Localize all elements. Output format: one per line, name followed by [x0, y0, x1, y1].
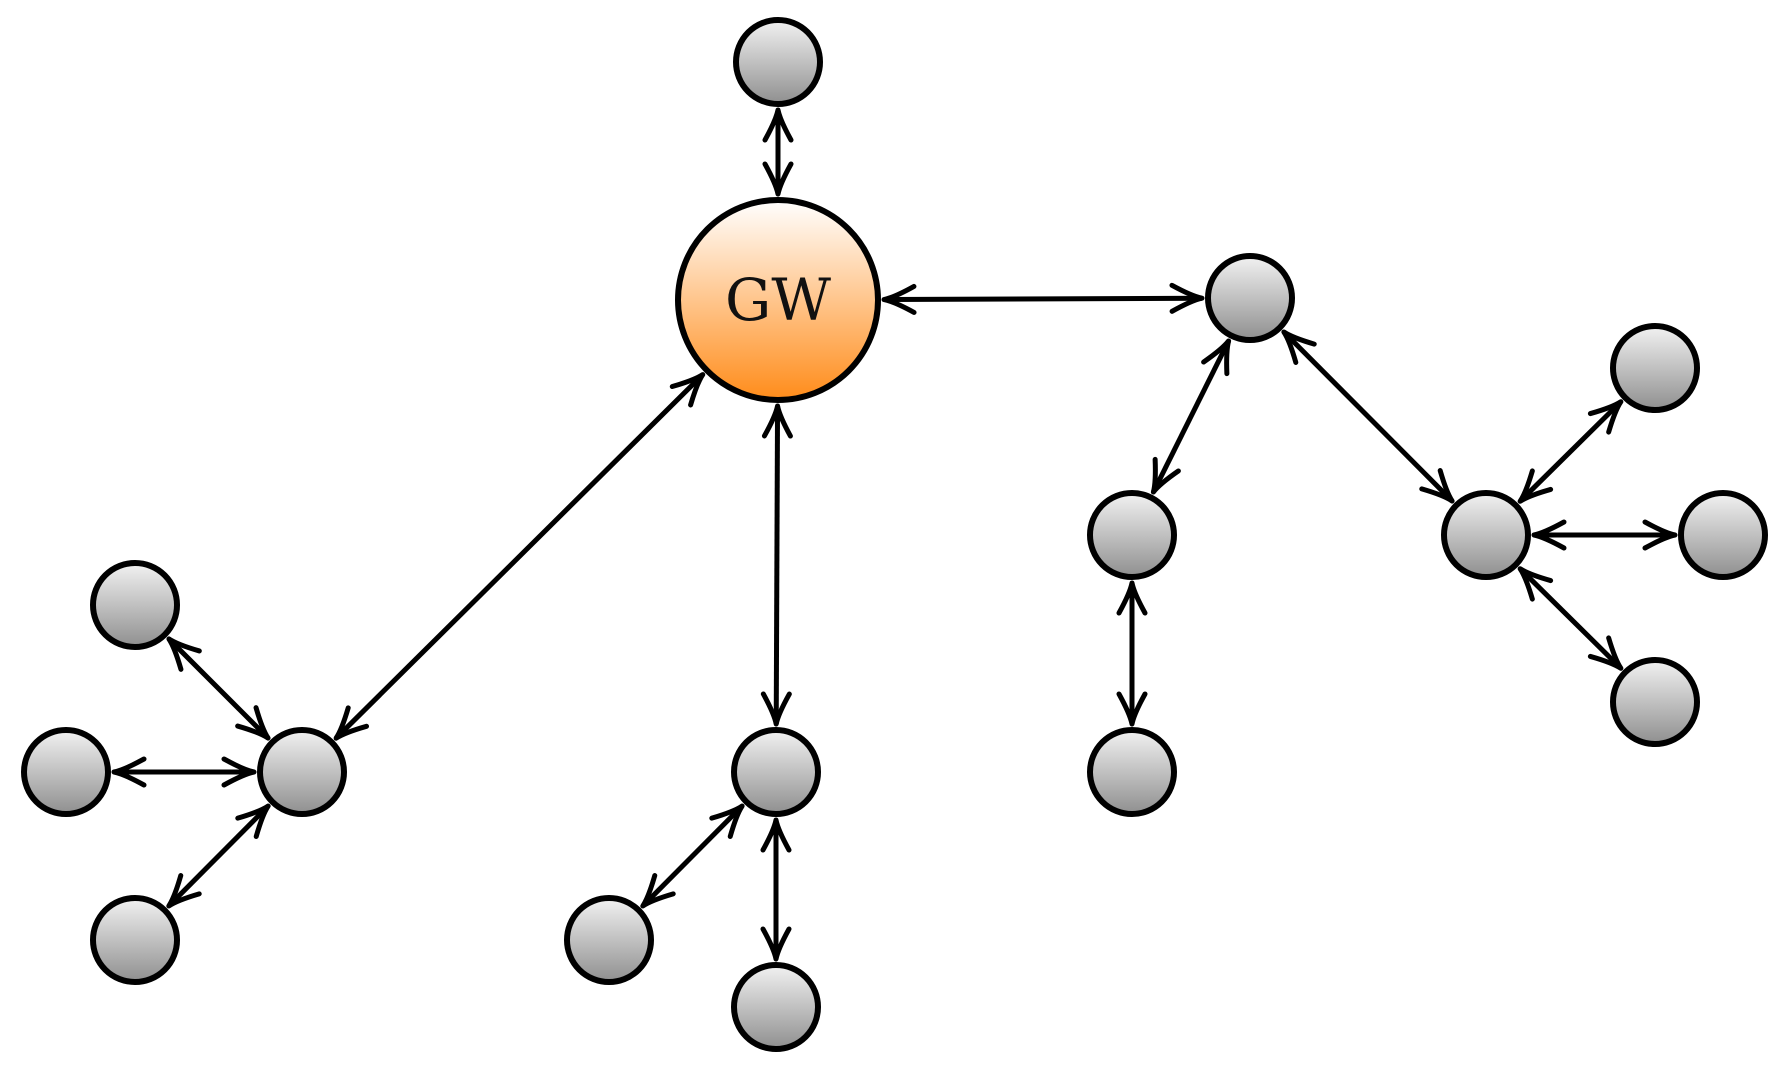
edge-line	[773, 405, 781, 725]
edge-n_right_hub-n_right_mid	[1150, 338, 1232, 495]
edge-n_left_hub-n_left_top	[166, 636, 271, 741]
arrowhead-icon	[1517, 566, 1554, 602]
edge-line	[641, 804, 744, 908]
edge-line	[167, 804, 270, 908]
node-n-right-hub[interactable]	[1205, 253, 1295, 343]
arrowhead-icon	[760, 817, 792, 853]
edge-line	[883, 295, 1203, 303]
node-n-far-top[interactable]	[1610, 323, 1700, 413]
arrowhead-icon	[1169, 282, 1205, 314]
edge-n_far_hub-n_far_bottom	[1517, 566, 1624, 671]
node-n-right-bottom[interactable]	[1087, 727, 1177, 817]
arrowhead-icon	[1587, 399, 1624, 435]
node-n-center-bottom[interactable]	[731, 962, 821, 1052]
edge-gw-n_center_hub	[760, 403, 793, 727]
arrowhead-icon	[760, 926, 792, 962]
node-n-far-bottom[interactable]	[1610, 657, 1700, 747]
edge-line	[334, 372, 705, 740]
node-n-center-left[interactable]	[564, 895, 654, 985]
node-n-top[interactable]	[733, 17, 823, 107]
arrowhead-icon	[166, 636, 202, 672]
arrowhead-icon	[761, 403, 793, 439]
arrowhead-icon	[1150, 456, 1181, 495]
arrowhead-icon	[333, 705, 370, 741]
edge-n_center_hub-n_center_bottom	[760, 817, 792, 962]
arrowhead-icon	[1642, 519, 1678, 551]
arrowhead-icon	[235, 803, 271, 839]
edge-gw-n_top	[762, 107, 794, 197]
edge-line	[1282, 330, 1454, 503]
arrowhead-icon	[166, 873, 202, 909]
edge-n_right_mid-n_right_bottom	[1116, 580, 1148, 727]
arrowhead-icon	[640, 873, 676, 909]
node-n-center-hub[interactable]	[731, 727, 821, 817]
arrowhead-icon	[760, 691, 792, 727]
gateway-label: GW	[725, 266, 831, 334]
arrowhead-icon	[669, 372, 706, 408]
arrowhead-icon	[1201, 338, 1232, 377]
node-n-far-hub[interactable]	[1441, 490, 1531, 580]
node-n-right-mid[interactable]	[1087, 490, 1177, 580]
arrowhead-icon	[1517, 468, 1554, 504]
node-n-left-hub[interactable]	[257, 727, 347, 817]
edge-n_center_hub-n_center_left	[640, 803, 745, 909]
arrowhead-icon	[221, 756, 257, 788]
node-n-left-top[interactable]	[90, 560, 180, 650]
arrowhead-icon	[1419, 468, 1455, 504]
edge-n_far_hub-n_far_top	[1517, 399, 1624, 504]
edge-gw-n_right_hub	[881, 282, 1205, 315]
edge-line	[1151, 339, 1231, 494]
edge-line	[1518, 399, 1623, 504]
arrowhead-icon	[111, 756, 147, 788]
node-n-left-bottom[interactable]	[90, 895, 180, 985]
node-n-left-mid[interactable]	[21, 727, 111, 817]
gateway-node[interactable]: GW	[675, 197, 881, 403]
arrowhead-icon	[1116, 691, 1148, 727]
edge-line	[167, 637, 270, 740]
arrowhead-icon	[1531, 519, 1567, 551]
edges	[111, 107, 1678, 962]
arrowhead-icon	[762, 161, 794, 197]
edge-n_left_hub-n_left_bottom	[166, 803, 271, 909]
arrowhead-icon	[762, 107, 794, 143]
node-n-far-right[interactable]	[1678, 490, 1768, 580]
gateway-circle	[675, 197, 881, 403]
arrowhead-icon	[709, 803, 745, 839]
edge-n_right_hub-n_far_hub	[1281, 329, 1455, 504]
nodes: GW	[21, 17, 1768, 1052]
arrowhead-icon	[1281, 329, 1317, 365]
edge-line	[1518, 566, 1623, 671]
edge-gw-n_left_hub	[333, 372, 706, 741]
edge-n_left_hub-n_left_mid	[111, 756, 257, 788]
arrowhead-icon	[1587, 635, 1624, 671]
arrowhead-icon	[881, 283, 917, 315]
arrowhead-icon	[235, 705, 271, 741]
arrowhead-icon	[1116, 580, 1148, 616]
edge-n_far_hub-n_far_right	[1531, 519, 1678, 551]
